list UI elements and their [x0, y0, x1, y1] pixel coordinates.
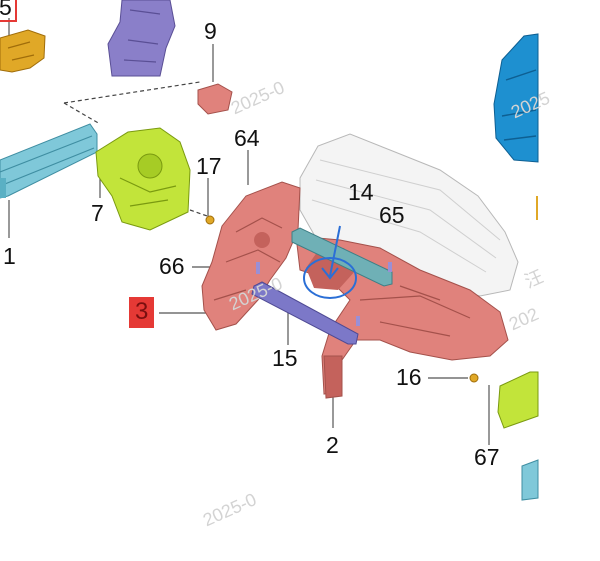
part-9-shape: [197, 83, 233, 115]
crossmember-14-shape: [291, 227, 393, 287]
callout-9[interactable]: 9: [204, 18, 217, 44]
callout-66[interactable]: 66: [159, 253, 185, 279]
callout-67[interactable]: 67: [474, 444, 500, 470]
part-right-blue-shape: [493, 33, 539, 163]
part-5-shape: [0, 29, 46, 73]
callout-1[interactable]: 1: [3, 243, 16, 269]
selection-marker[interactable]: [303, 225, 357, 299]
crossmember-15-shape: [251, 281, 359, 345]
callout-5[interactable]: 5: [0, 0, 17, 22]
part-right-teal-shape: [521, 196, 539, 501]
dashed-guides: [63, 81, 211, 218]
callout-7[interactable]: 7: [91, 200, 104, 226]
callout-2[interactable]: 2: [326, 432, 339, 458]
part-1-shape: [0, 123, 98, 199]
callout-3-highlighted[interactable]: 3: [129, 297, 155, 328]
callout-64[interactable]: 64: [234, 125, 260, 151]
callout-14[interactable]: 14: [348, 179, 374, 205]
callout-17[interactable]: 17: [196, 153, 222, 179]
front-structure-shape: [201, 181, 509, 399]
part-right-green-shape: [497, 371, 539, 429]
bracket-top-shape: [107, 0, 176, 77]
callout-65[interactable]: 65: [379, 202, 405, 228]
callout-15[interactable]: 15: [272, 345, 298, 371]
callout-16[interactable]: 16: [396, 364, 422, 390]
part-7-shape: [95, 127, 191, 231]
fasteners: [205, 215, 479, 383]
